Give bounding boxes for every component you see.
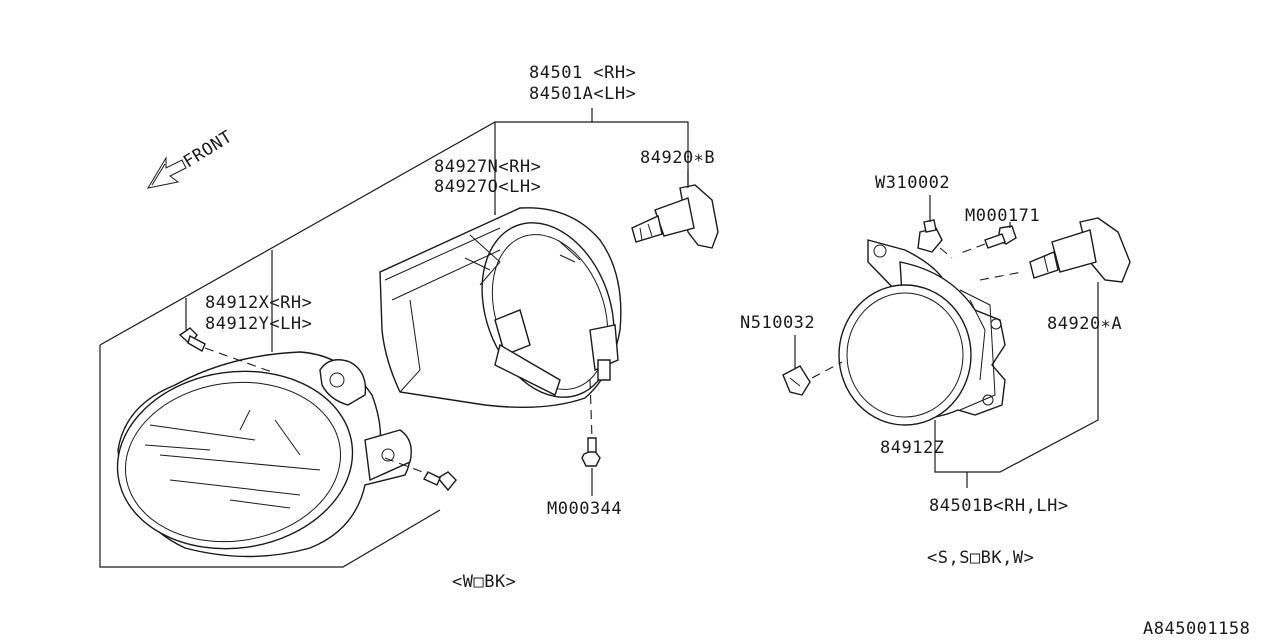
- bulb-a: [1029, 217, 1131, 283]
- label-bolt-m000344: M000344: [547, 499, 622, 519]
- label-screw-m000171: M000171: [965, 206, 1040, 226]
- label-assy-b: 84501B<RH,LH>: [929, 496, 1069, 516]
- clip-icon: [917, 219, 943, 253]
- fog-lamp-left: [116, 351, 412, 558]
- label-lamp-lh: 84912Y<LH>: [205, 314, 312, 334]
- label-lamp-rh: 84912X<RH>: [205, 293, 312, 313]
- bolt-icon: [423, 471, 457, 492]
- label-bracket-rh: 84927N<RH>: [434, 157, 541, 177]
- clip-icon: [782, 365, 811, 396]
- bulb-b: [631, 184, 719, 249]
- label-bulb-a: 84920∗A: [1047, 314, 1122, 334]
- lamp-bracket: [379, 207, 622, 409]
- label-bracket-lh: 84927O<LH>: [434, 177, 541, 197]
- label-clip-n510032: N510032: [740, 313, 815, 333]
- label-assy-lh: 84501A<LH>: [529, 84, 636, 104]
- front-arrow-icon: FRONT: [146, 127, 236, 189]
- front-label: FRONT: [180, 127, 236, 172]
- label-assy-rh: 84501 <RH>: [529, 63, 636, 83]
- bolt-icon: [178, 327, 206, 352]
- label-lamp-z: 84912Z: [880, 438, 944, 458]
- label-clip-w310002: W310002: [875, 173, 950, 193]
- label-bulb-b: 84920∗B: [640, 148, 715, 168]
- label-diagram-id: A845001158: [1143, 619, 1250, 639]
- screw-icon: [984, 225, 1017, 249]
- bolt-icon: [581, 437, 601, 467]
- label-variant-right: <S,S□BK,W>: [927, 548, 1034, 568]
- fog-lamp-right: [838, 239, 1006, 426]
- assembly-outline: [99, 108, 689, 568]
- label-variant-left: <W□BK>: [452, 572, 516, 592]
